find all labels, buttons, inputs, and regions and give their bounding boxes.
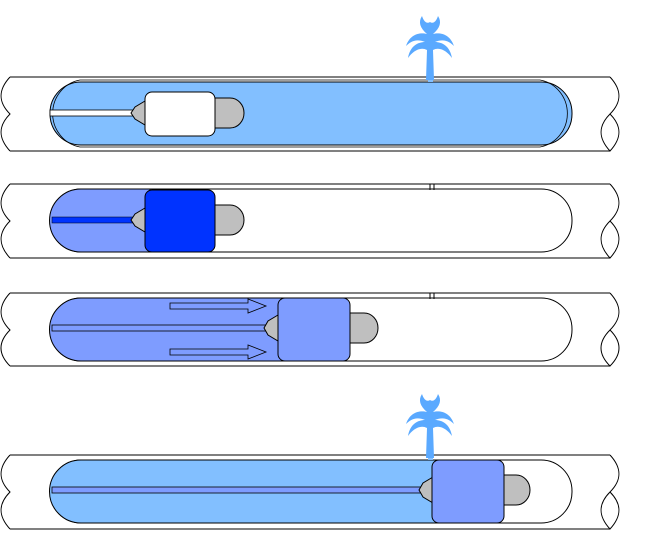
panel-stage-3 <box>0 292 620 367</box>
pull-cable <box>49 109 136 117</box>
pull-cable <box>51 216 135 224</box>
packer-nose-front <box>214 97 245 129</box>
panel-stage-1 <box>0 16 620 152</box>
pull-cable <box>51 486 423 494</box>
pipe-break-icon-right <box>600 292 620 367</box>
packer-nose-front <box>503 474 531 506</box>
flow-arrow-icon <box>169 298 268 314</box>
water-fountain-icon <box>406 394 454 458</box>
pipe-break-icon-left <box>0 76 11 152</box>
host-pipe <box>0 76 620 152</box>
packer-icon <box>144 189 216 253</box>
pipe-break-icon-left <box>0 292 11 367</box>
panel-stage-4 <box>0 394 620 530</box>
packer-icon <box>431 459 505 524</box>
packer-icon <box>277 297 351 362</box>
pull-cable <box>51 324 268 332</box>
water-fountain-icon <box>406 16 454 80</box>
pipe-break-icon-right <box>600 454 620 530</box>
packer-icon <box>144 91 216 137</box>
packer-nose-front <box>214 204 245 236</box>
host-pipe <box>0 292 620 367</box>
pipe-break-icon-right <box>600 183 620 259</box>
pipe-break-icon-right <box>600 76 620 152</box>
host-pipe <box>0 454 620 530</box>
panel-stage-2 <box>0 183 620 259</box>
host-pipe <box>0 183 620 259</box>
packer-nose-front <box>349 312 379 344</box>
pipe-break-icon-left <box>0 454 11 530</box>
liner-outer-edge <box>52 79 568 148</box>
flow-arrow-icon <box>169 344 268 360</box>
pipe-break-icon-left <box>0 183 11 259</box>
